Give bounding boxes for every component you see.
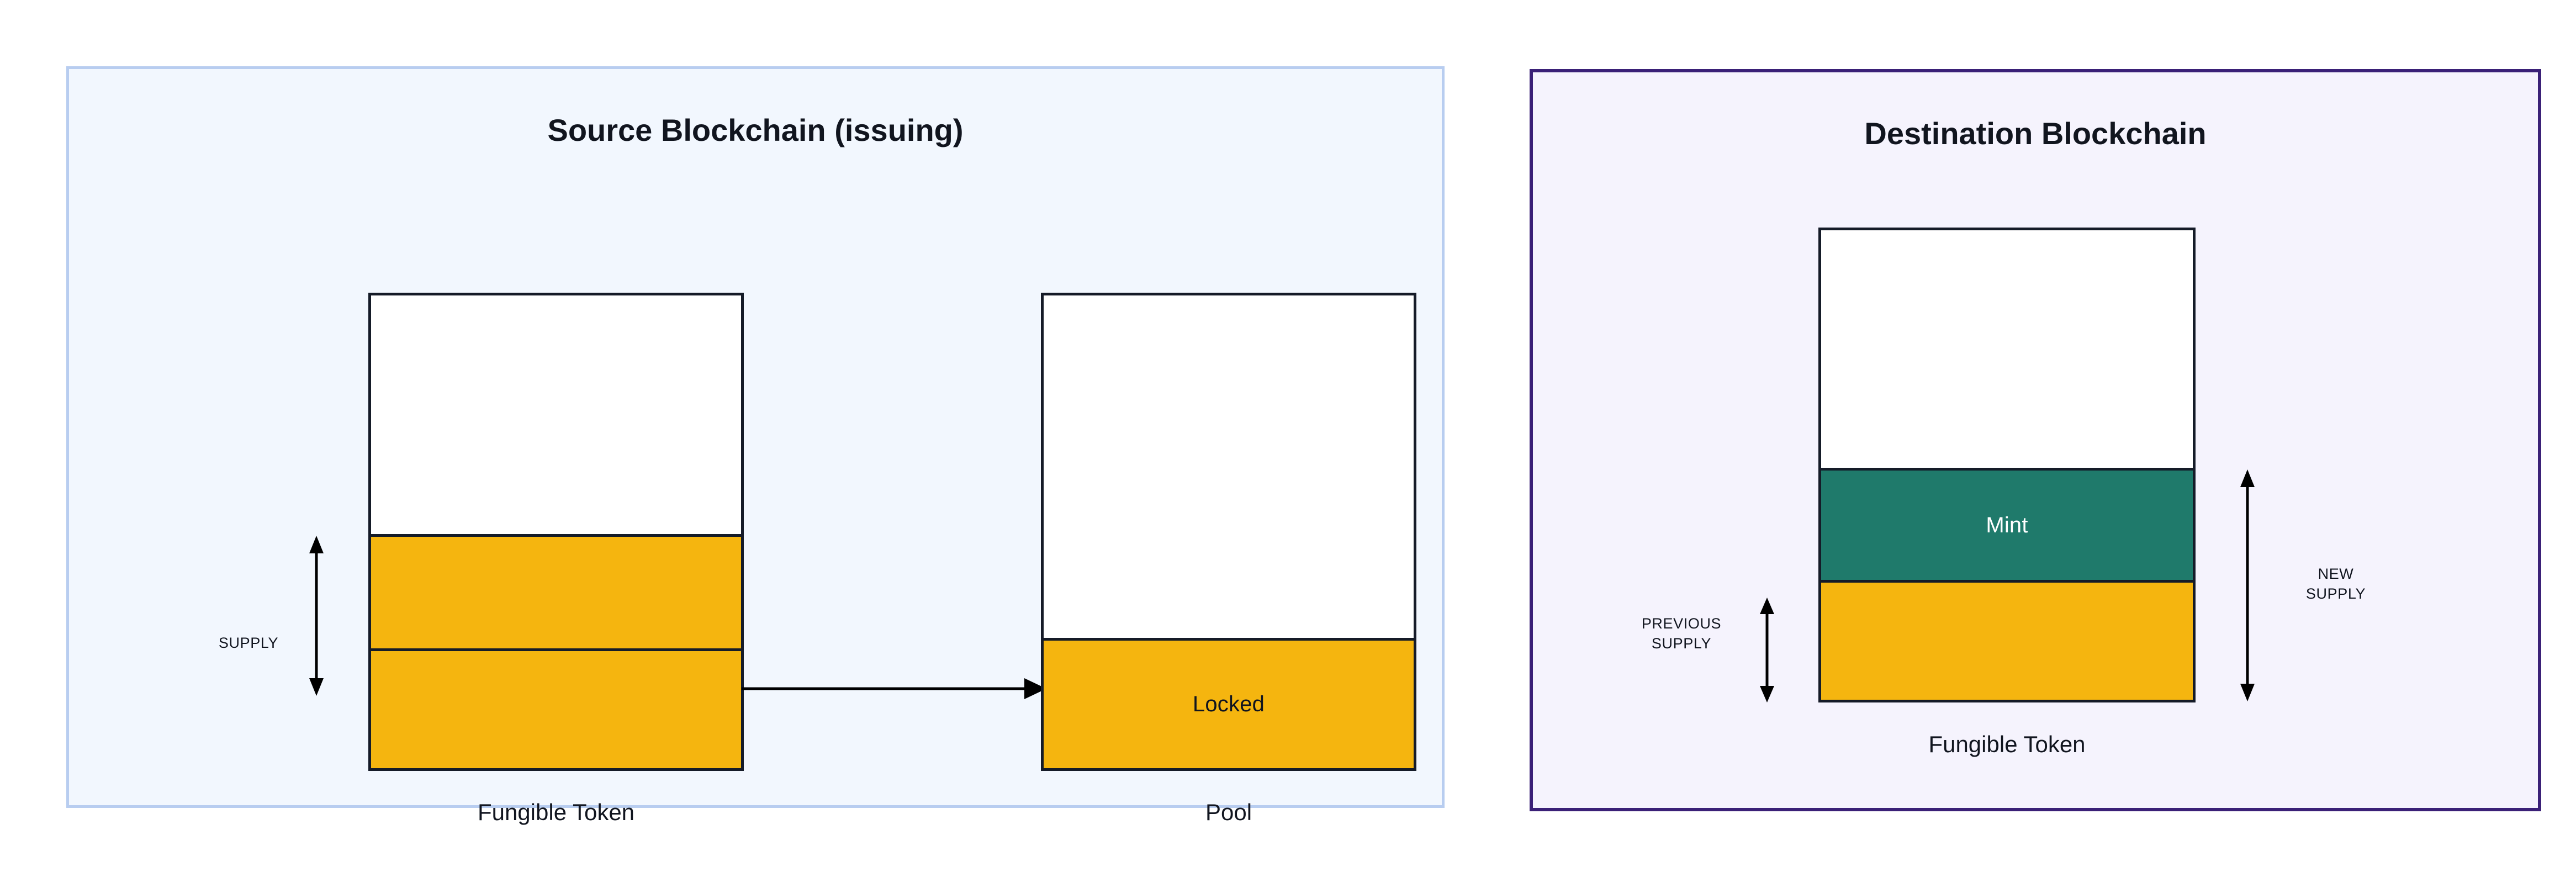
destination-token-caption: Fungible Token xyxy=(1928,731,2086,757)
lock-transfer-arrow xyxy=(742,677,1046,701)
source-blockchain-panel: Source Blockchain (issuing) SUPPLY Fungi… xyxy=(66,66,1445,825)
source-token-headroom-segment xyxy=(371,295,741,534)
pool-stack: Locked xyxy=(1041,293,1416,771)
new-supply-measure-arrow xyxy=(2239,469,2256,701)
pool-caption: Pool xyxy=(1205,799,1252,825)
source-token-caption: Fungible Token xyxy=(477,799,635,825)
destination-token-mint-segment: Mint xyxy=(1821,468,2193,583)
source-panel-title: Source Blockchain (issuing) xyxy=(547,113,964,147)
previous-supply-measure-arrow xyxy=(1759,598,1775,702)
destination-token-previous-supply-segment xyxy=(1821,583,2193,700)
new-supply-measure-label: NEW SUPPLY xyxy=(2305,566,2366,602)
previous-supply-measure-label: PREVIOUS SUPPLY xyxy=(1641,615,1722,652)
destination-token-stack: Mint xyxy=(1818,228,2196,702)
pool-headroom-segment xyxy=(1044,295,1414,638)
source-token-supply-lower-segment xyxy=(371,648,741,768)
destination-token-headroom-segment xyxy=(1821,230,2193,468)
source-token-supply-upper-segment xyxy=(371,534,741,648)
source-token-stack xyxy=(368,293,744,771)
pool-locked-segment: Locked xyxy=(1044,638,1414,768)
destination-panel-title: Destination Blockchain xyxy=(1864,116,2207,151)
supply-measure-label: SUPPLY xyxy=(218,635,279,651)
supply-measure-arrow xyxy=(308,536,325,696)
